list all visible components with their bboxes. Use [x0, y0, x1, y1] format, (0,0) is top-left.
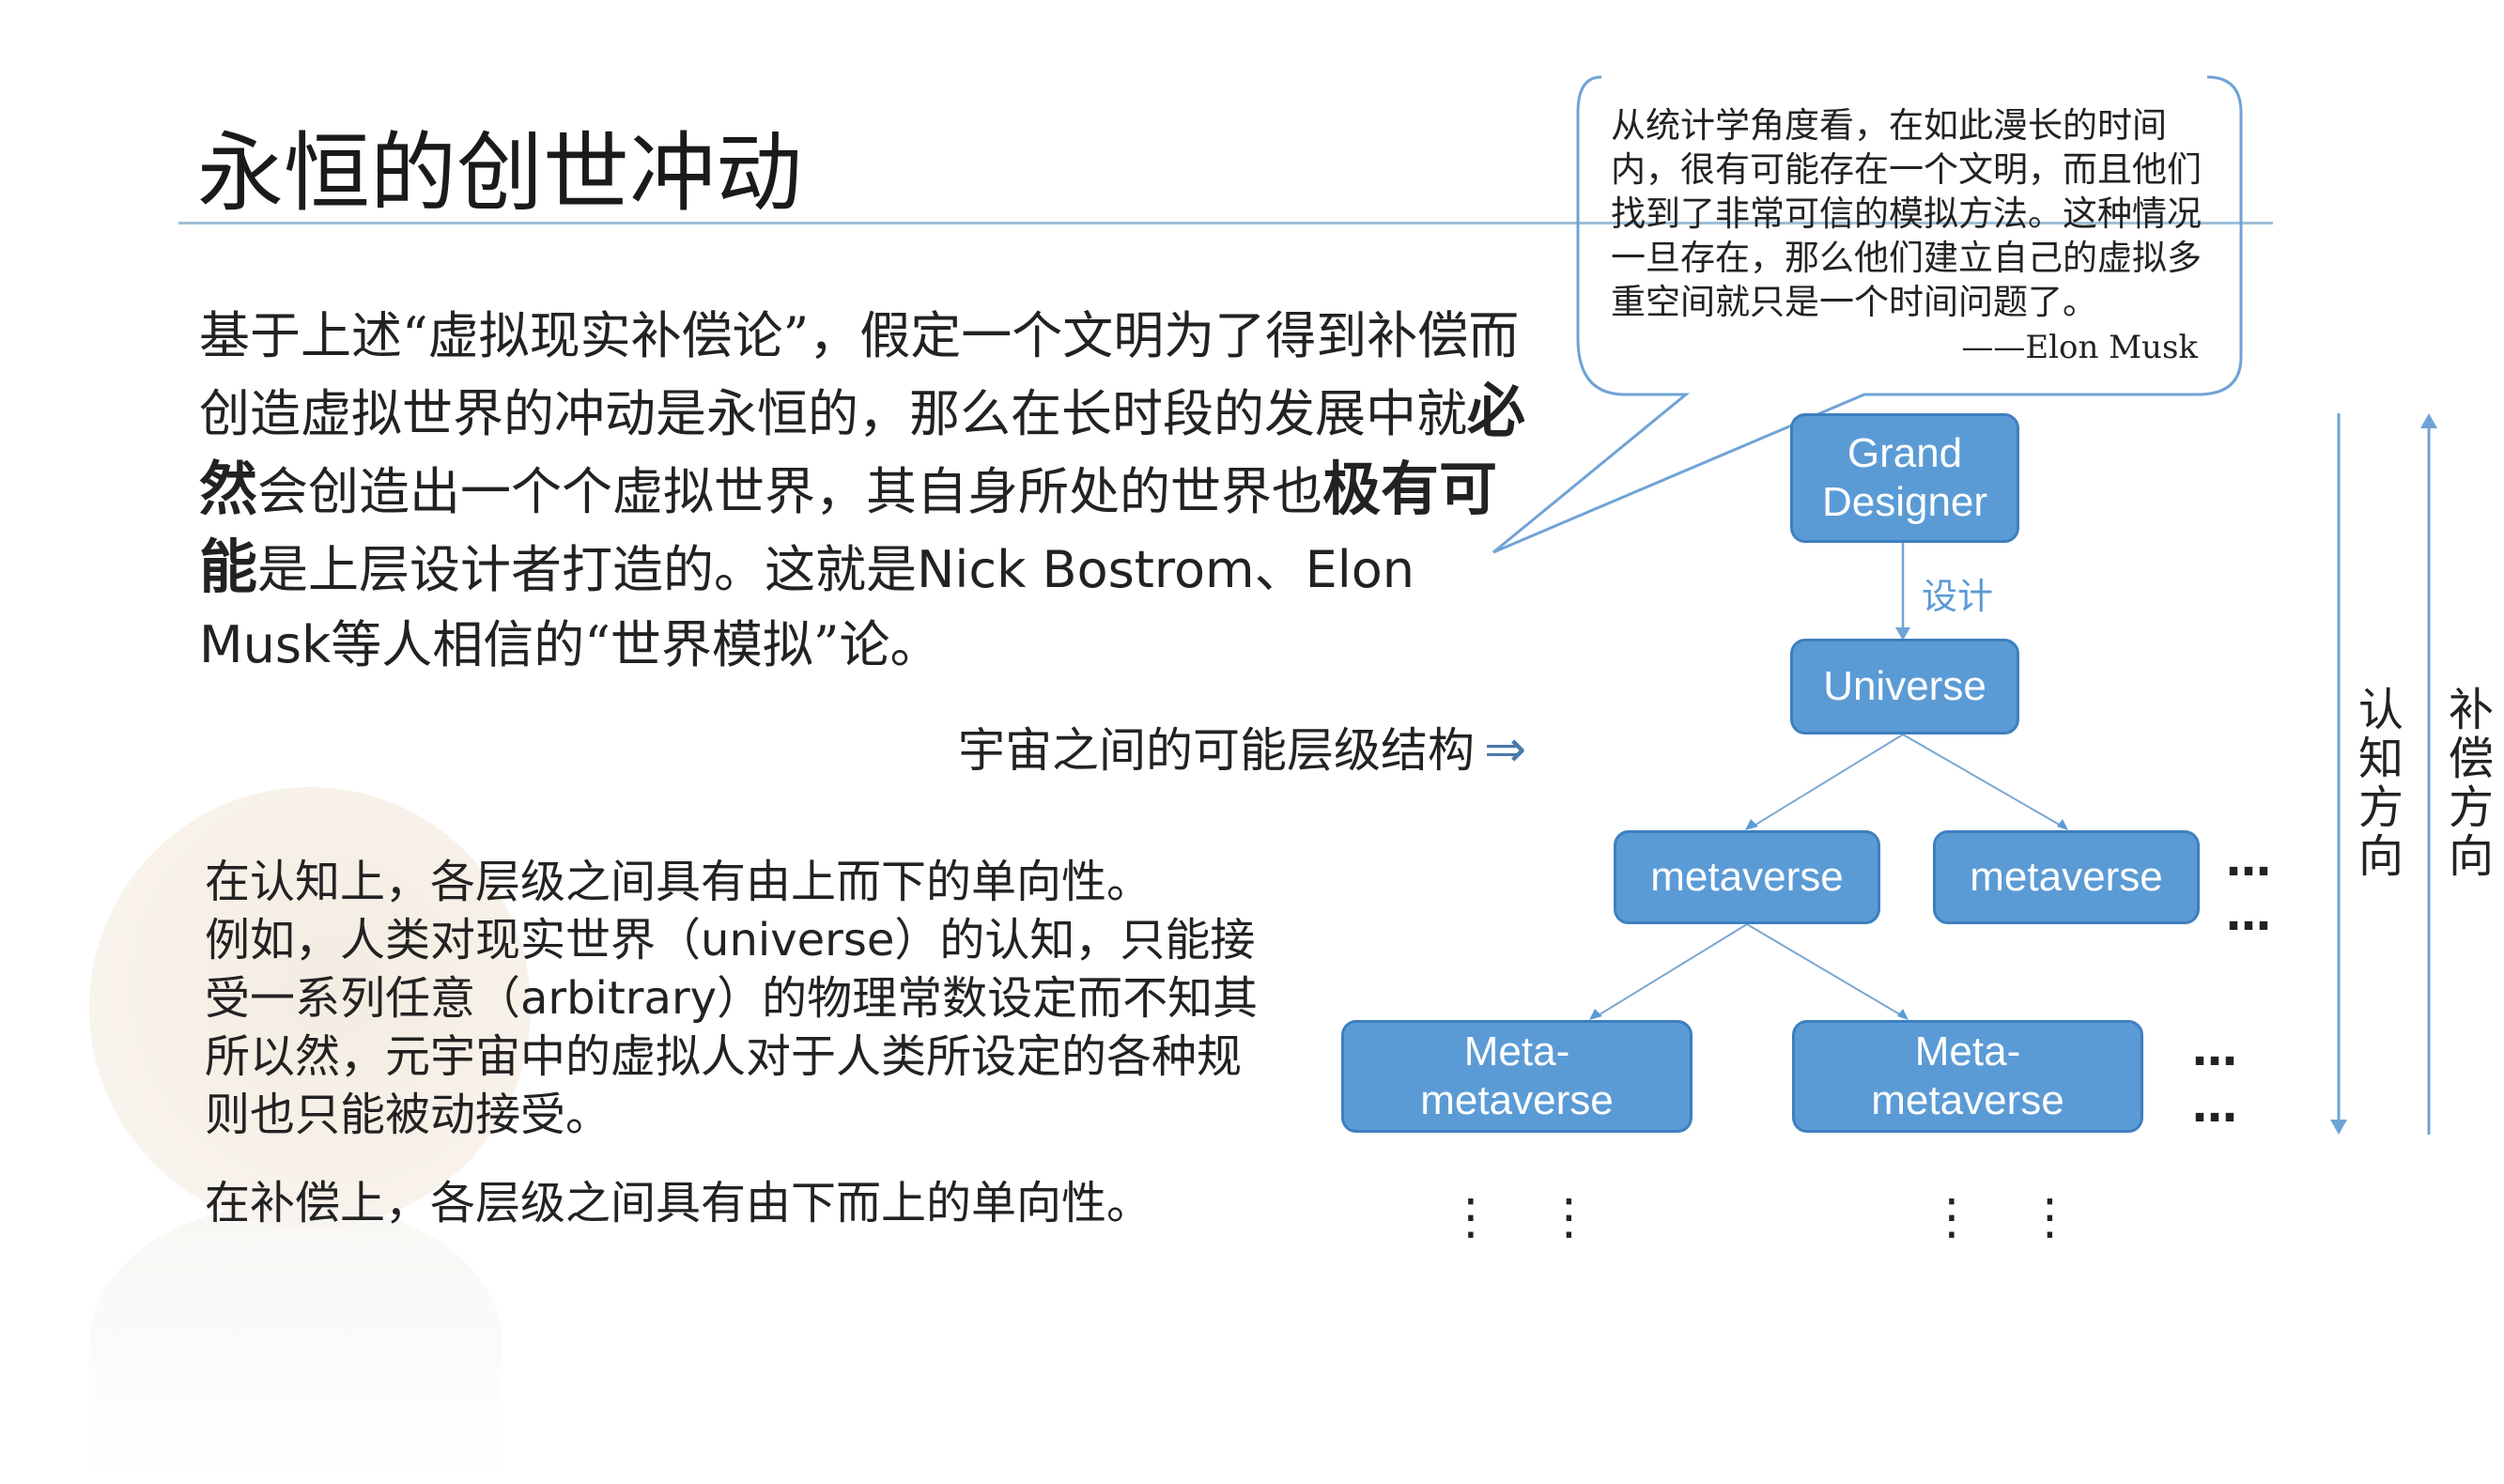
arrowhead-metaverse-left	[1745, 819, 1758, 830]
cognition-char-3: 方	[2357, 781, 2404, 834]
intro-name-musk: Elon Musk	[199, 540, 1414, 674]
design-arrow-head	[1895, 627, 1910, 641]
cognition-char-2: 知	[2357, 733, 2404, 785]
cognition-char-1: 认	[2357, 684, 2404, 736]
compensation-direction-label: 补 偿 方 向	[2446, 686, 2496, 881]
structure-label: 宇宙之间的可能层级结构⇒	[958, 716, 1526, 784]
ellipsis-meta-1: …	[2192, 1024, 2237, 1076]
speech-bubble-outline	[1492, 75, 2243, 554]
compensation-char-2: 偿	[2448, 733, 2494, 785]
cognition-line-3b: ）的物理常数设定而不知其	[717, 972, 1259, 1025]
vertical-ellipsis-right: ⋮ ⋮	[1927, 1189, 2092, 1245]
vertical-ellipsis-left: ⋮ ⋮	[1446, 1189, 1611, 1245]
cognition-line-2b: ）的认知，只能接	[894, 914, 1256, 966]
intro-text-5: 等人相信的“世界模拟”论。	[331, 615, 941, 674]
cognition-lead: 在认知上，各层级之间具有由上而下的单向性。	[205, 856, 1152, 908]
quote-author: ——Elon Musk	[1961, 329, 2198, 366]
cognition-line-4: 所以然，元宇宙中的虚拟人对于人类所设定的各种规	[205, 1030, 1243, 1083]
intro-text-3: 是上层设计者打造的。这就是	[257, 540, 918, 599]
cognition-line-2a: 例如，人类对现实世界（	[205, 914, 702, 966]
compensation-direction-arrow-head	[2420, 413, 2437, 428]
cognition-direction-label: 认 知 方 向	[2356, 686, 2406, 881]
cognition-line-5: 则也只能被动接受。	[205, 1089, 611, 1141]
connector-metaverse-meta-right	[1746, 923, 1904, 1017]
universe-node: Universe	[1790, 639, 2019, 734]
arrowhead-meta-right	[1897, 1009, 1909, 1020]
metaverse-node-left: metaverse	[1614, 830, 1880, 924]
intro-bold-1: 必然	[199, 377, 1526, 523]
cognition-universe-term: universe	[701, 914, 895, 966]
meta-metaverse-node-right: Meta-metaverse	[1792, 1020, 2143, 1133]
design-label: 设计	[1922, 576, 1994, 617]
intro-text-1: 基于上述“虚拟现实补偿论”，假定一个文明为了得到补偿而创造虚拟世界的冲动是永恒的…	[199, 306, 1520, 443]
compensation-char-4: 向	[2448, 830, 2494, 883]
metaverse-node-right: metaverse	[1933, 830, 2200, 924]
cognition-char-4: 向	[2357, 830, 2404, 883]
ellipsis-meta-2: …	[2192, 1080, 2237, 1133]
cognition-arbitrary-term: arbitrary	[520, 972, 718, 1025]
intro-name-bostrom: Nick Bostrom	[917, 540, 1255, 599]
quote-text: 从统计学角度看，在如此漫长的时间内，很有可能存在一个文明，而且他们找到了非常可信…	[1611, 105, 2202, 322]
meta-metaverse-node-left: Meta-metaverse	[1341, 1020, 1693, 1133]
connector-universe-metaverse-right	[1902, 734, 2063, 827]
diagram-connectors	[1492, 75, 2437, 1135]
cognition-direction-arrow-head	[2330, 1120, 2347, 1135]
compensation-char-3: 方	[2448, 781, 2494, 834]
compensation-line: 在补偿上，各层级之间具有由下而上的单向性。	[205, 1177, 1152, 1229]
decorative-circle	[89, 787, 531, 1229]
right-arrow-icon: ⇒	[1484, 719, 1527, 779]
cognition-paragraph: 在认知上，各层级之间具有由上而下的单向性。 例如，人类对现实世界（univers…	[205, 853, 1351, 1144]
intro-bold-2: 极有可能	[199, 455, 1498, 601]
ellipsis-metaverse-1: …	[2226, 834, 2271, 887]
arrowhead-meta-left	[1589, 1009, 1602, 1020]
intro-paragraph: 基于上述“虚拟现实补偿论”，假定一个文明为了得到补偿而创造虚拟世界的冲动是永恒的…	[199, 299, 1542, 683]
intro-text-2: 会创造出一个个虚拟世界，其自身所处的世界也	[257, 462, 1323, 521]
cognition-line-3: 受一系列任意（arbitrary）的物理常数设定而不知其	[205, 969, 1351, 1028]
page-title: 永恒的创世冲动	[197, 123, 803, 224]
structure-label-text: 宇宙之间的可能层级结构	[958, 723, 1475, 778]
ellipsis-metaverse-2: …	[2226, 889, 2271, 941]
connector-metaverse-meta-left	[1596, 923, 1748, 1017]
cognition-line-3a: 受一系列任意（	[205, 972, 521, 1025]
connector-universe-metaverse-left	[1752, 734, 1904, 827]
cognition-line-2: 例如，人类对现实世界（universe）的认知，只能接	[205, 911, 1351, 969]
compensation-char-1: 补	[2448, 684, 2494, 736]
intro-text-4: 、	[1254, 540, 1306, 599]
arrowhead-metaverse-right	[2057, 819, 2068, 830]
title-divider	[178, 222, 2273, 224]
